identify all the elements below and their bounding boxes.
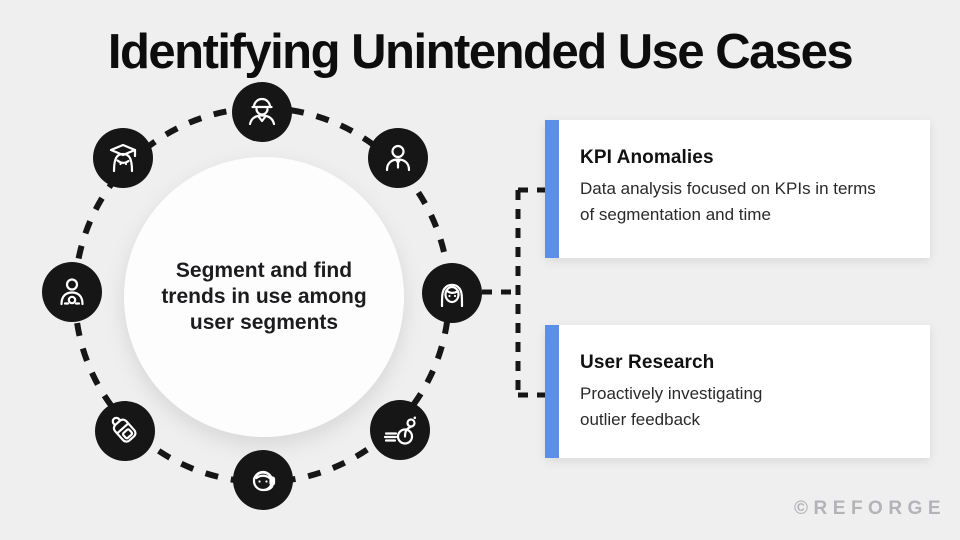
support-agent-icon xyxy=(233,450,293,510)
reforge-watermark: ©REFORGE xyxy=(794,498,946,519)
page-title: Identifying Unintended Use Cases xyxy=(107,25,854,79)
parent-with-child-icon xyxy=(42,262,102,322)
center-circle: Segment and find trends in use among use… xyxy=(124,157,404,437)
center-circle-text: Segment and find trends in use among use… xyxy=(161,259,367,334)
card-title: KPI Anomalies xyxy=(580,147,714,168)
card-kpi-anomalies: KPI Anomalies Data analysis focused on K… xyxy=(545,120,930,258)
wheelchair-user-icon xyxy=(370,400,430,460)
card-description: Data analysis focused on KPIs in terms o… xyxy=(580,179,876,224)
card-title: User Research xyxy=(580,352,715,373)
card-description: Proactively investigating outlier feedba… xyxy=(580,384,763,429)
woman-with-hijab-icon xyxy=(422,263,482,323)
business-person-icon xyxy=(368,128,428,188)
backpack-icon xyxy=(95,401,155,461)
card-user-research: User Research Proactively investigating … xyxy=(545,325,930,458)
construction-worker-icon xyxy=(232,82,292,142)
graduate-icon xyxy=(93,128,153,188)
connector-line xyxy=(482,187,545,398)
